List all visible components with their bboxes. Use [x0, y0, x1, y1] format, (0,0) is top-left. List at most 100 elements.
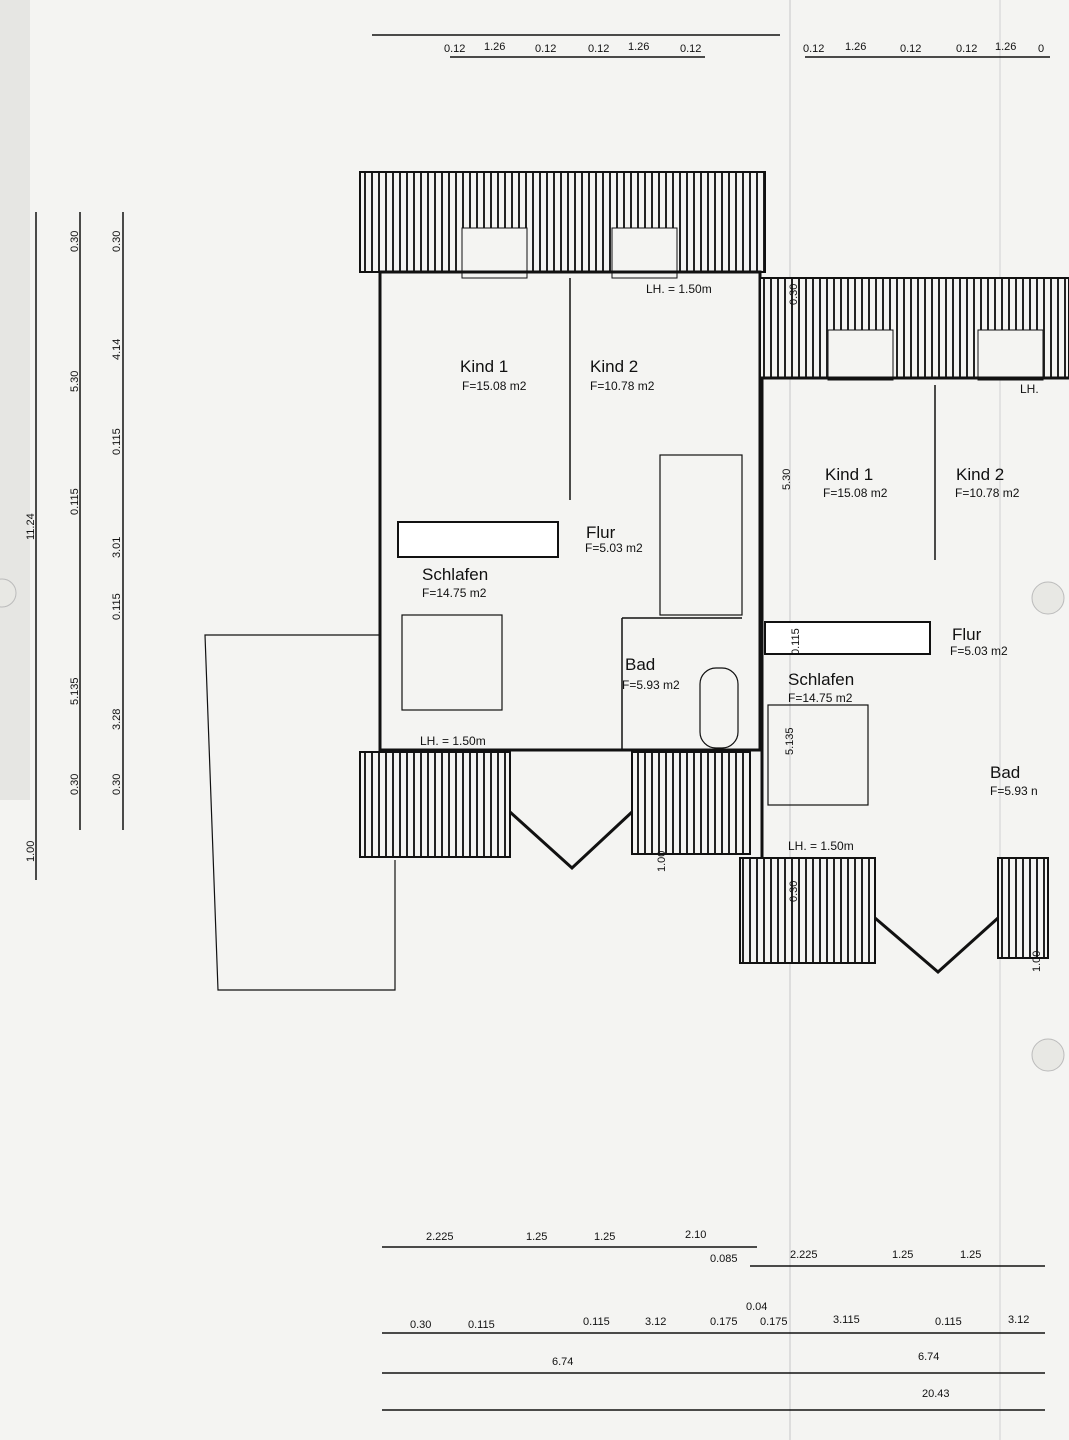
room-area: F=5.03 m2: [585, 541, 643, 555]
dormer: [611, 227, 678, 279]
dimension-label: 1.26: [845, 41, 866, 53]
dimension-label: 0.085: [710, 1253, 738, 1265]
unit-b: [739, 277, 1069, 974]
punch-hole: [1031, 581, 1065, 615]
dimension-label: 0.12: [900, 43, 921, 55]
dimension-label: 1.26: [995, 41, 1016, 53]
room-label: Flur: [586, 523, 616, 542]
punch-hole: [0, 578, 17, 608]
dimension-label: 1.25: [960, 1249, 981, 1261]
room-label: Bad: [625, 655, 655, 674]
dimension-label: 0.30: [69, 774, 81, 795]
room-label: Schlafen: [788, 670, 854, 689]
headroom-label: LH. = 1.50m: [646, 282, 712, 296]
dimension-label: 6.74: [552, 1356, 573, 1368]
bathtub: [699, 667, 739, 749]
dimension-label: 3.12: [1008, 1314, 1029, 1326]
dimension-label: 0.30: [788, 284, 800, 305]
dimension-label: 0.12: [444, 43, 465, 55]
dimension-label: 3.115: [833, 1314, 860, 1326]
headroom-label: LH.: [1020, 382, 1039, 396]
headroom-label: LH. = 1.50m: [420, 734, 486, 748]
room-label: Kind 2: [956, 465, 1004, 484]
dimension-label: 4.14: [111, 339, 123, 360]
scan-shadow: [0, 0, 30, 800]
dimension-label: 5.30: [781, 469, 793, 490]
room-area: F=10.78 m2: [590, 379, 655, 393]
dimension-label: 5.30: [69, 371, 81, 392]
terrace-outline: [204, 634, 396, 991]
wall: [397, 521, 559, 558]
dimension-label: 0.175: [710, 1316, 738, 1328]
bed: [401, 614, 503, 711]
dimension-label: 0.30: [111, 774, 123, 795]
room-area: F=14.75 m2: [788, 691, 853, 705]
dimension-label: 20.43: [922, 1388, 950, 1400]
unit-b-walls: [760, 376, 1069, 860]
dimension-label: 1.26: [628, 41, 649, 53]
room-area: F=14.75 m2: [422, 586, 487, 600]
dimension-label: 1.25: [526, 1231, 547, 1243]
room-area: F=10.78 m2: [955, 486, 1020, 500]
bed: [767, 704, 869, 806]
room-label: Kind 1: [825, 465, 873, 484]
dimension-label: 0.12: [588, 43, 609, 55]
dimension-label: 6.74: [918, 1351, 939, 1363]
dimension-label: 0.115: [69, 488, 81, 515]
room-label: Flur: [952, 625, 982, 644]
room-label: Schlafen: [422, 565, 488, 584]
dimension-label: 0.12: [956, 43, 977, 55]
dimension-label: 0.115: [468, 1319, 495, 1331]
dimension-label: 0: [1038, 43, 1044, 55]
dimension-label: 0.30: [69, 231, 81, 252]
dimension-label: 0.04: [746, 1301, 767, 1313]
dimension-label: 0.115: [111, 428, 123, 455]
unit-a-walls: [378, 270, 762, 752]
dimension-label: 1.25: [594, 1231, 615, 1243]
bay-window: [874, 916, 1000, 974]
dimension-label: 2.225: [426, 1231, 454, 1243]
dimension-label: 1.00: [25, 841, 37, 862]
dimension-label: 11.24: [25, 513, 37, 540]
top-dimensions: 0.12 1.26 0.12 0.12 1.26 0.12 0.12 1.26 …: [444, 41, 1044, 55]
dimension-label: 0.30: [788, 881, 800, 902]
room-area: F=5.93 n: [990, 784, 1038, 798]
room-area: F=15.08 m2: [823, 486, 888, 500]
bottom-dimensions: 2.225 1.25 1.25 2.10 0.085 2.225 1.25 1.…: [410, 1229, 1029, 1400]
dimension-label: 2.10: [685, 1229, 706, 1241]
dimension-label: 1.00: [1031, 951, 1043, 972]
dimension-label: 0.175: [760, 1316, 788, 1328]
roof-hatch-bottom: [359, 751, 511, 858]
dormer: [461, 227, 528, 279]
dimension-label: 1.26: [484, 41, 505, 53]
dimension-label: 3.01: [111, 537, 123, 558]
dimension-label: 0.30: [111, 231, 123, 252]
left-dimensions: 11.24 1.00 0.30 5.30 0.115 5.135 0.30 0.…: [25, 231, 123, 862]
room-area: F=5.93 m2: [622, 678, 680, 692]
dimension-label: 0.115: [583, 1316, 610, 1328]
dimension-label: 5.135: [784, 727, 796, 755]
room-area: F=5.03 m2: [950, 644, 1008, 658]
room-area: F=15.08 m2: [462, 379, 527, 393]
dimension-label: 5.135: [69, 677, 81, 705]
roof-hatch-bottom: [631, 751, 751, 855]
dormer: [977, 329, 1044, 381]
room-label: Kind 2: [590, 357, 638, 376]
dimension-label: 3.12: [645, 1316, 666, 1328]
dimension-label: 0.115: [111, 593, 123, 620]
dimension-label: 1.00: [656, 851, 668, 872]
dormer: [827, 329, 894, 381]
dimension-label: 3.28: [111, 709, 123, 730]
room-label: Bad: [990, 763, 1020, 782]
roof-hatch-top: [359, 171, 766, 273]
dimension-label: 0.12: [535, 43, 556, 55]
dimension-label: 0.12: [680, 43, 701, 55]
dimension-label: 1.25: [892, 1249, 913, 1261]
dimension-label: 0.115: [935, 1316, 962, 1328]
bay-window: [508, 810, 634, 871]
staircase: [659, 454, 743, 616]
dimension-label: 0.115: [790, 628, 802, 655]
room-label: Kind 1: [460, 357, 508, 376]
punch-hole: [1031, 1038, 1065, 1072]
